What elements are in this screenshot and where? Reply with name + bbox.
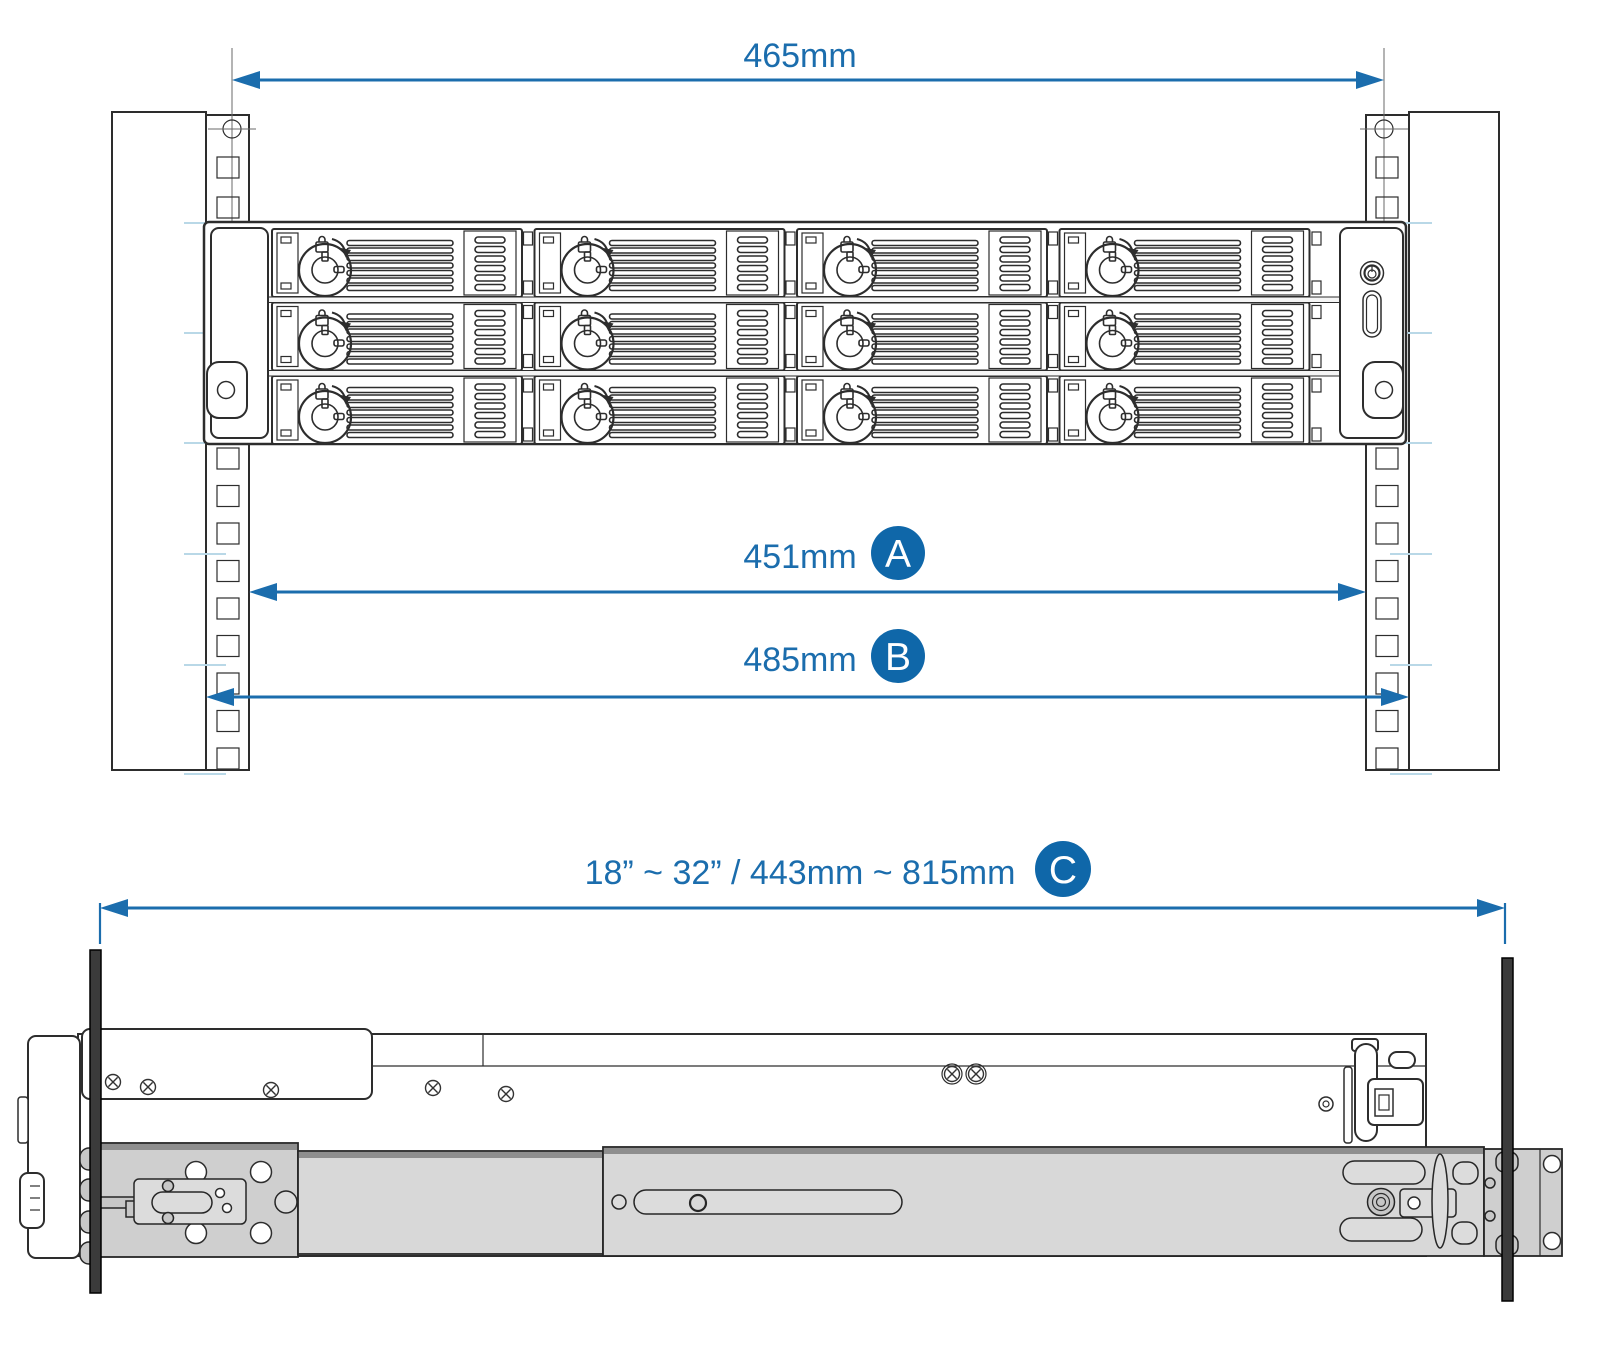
phillips-screw-icon: [967, 1065, 985, 1083]
phillips-screw-icon: [497, 1085, 515, 1103]
phillips-screw-icon: [943, 1065, 961, 1083]
dimension-c: 18” ~ 32” / 443mm ~ 815mm C: [98, 841, 1507, 944]
power-icon: [1359, 260, 1385, 286]
bezel-handle: [19, 1172, 45, 1229]
dimension-label-b: 485mm: [743, 641, 856, 679]
mounting-post-right: [1501, 957, 1514, 1302]
drive-tray: [1058, 301, 1311, 372]
phillips-screw-icon: [424, 1079, 442, 1097]
enclosure: [202, 220, 1408, 446]
chassis-screws: [104, 1063, 1334, 1112]
dimension-label-c: 18” ~ 32” / 443mm ~ 815mm: [585, 854, 1016, 892]
row-separator: [267, 370, 1343, 377]
drive-tray: [270, 301, 524, 372]
drive-tray: [795, 301, 1049, 372]
row-separator: [267, 296, 1343, 303]
drive-tray: [270, 374, 524, 446]
drive-tray: [533, 227, 786, 299]
ear-screw-hole: [216, 380, 236, 400]
badge-a: [871, 526, 925, 580]
phillips-screw-icon: [104, 1073, 122, 1091]
drive-tray: [1058, 227, 1311, 299]
front-view: 465mm 451mm A 485mm B: [111, 37, 1500, 775]
dimension-465: 465mm: [232, 37, 1384, 89]
dimension-a: 451mm A: [249, 526, 1366, 601]
mounting-post-left: [89, 949, 102, 1294]
rack-panel-left: [111, 111, 207, 771]
left-ear: [206, 227, 269, 439]
ear-screw-hole: [1374, 380, 1394, 400]
rivet: [1318, 1096, 1334, 1112]
badge-b-letter: B: [885, 636, 911, 679]
phillips-screw-icon: [139, 1078, 157, 1096]
dimension-b: 485mm B: [206, 629, 1409, 706]
drive-tray: [795, 227, 1049, 299]
latch-lever: [1343, 1038, 1424, 1144]
phillips-screw-icon: [262, 1081, 280, 1099]
badge-a-letter: A: [885, 533, 911, 576]
side-view: 18” ~ 32” / 443mm ~ 815mm C: [17, 841, 1563, 1302]
badge-c-letter: C: [1049, 849, 1077, 892]
dimension-label-a: 451mm: [743, 538, 856, 576]
front-bezel: [17, 1035, 81, 1259]
dimension-label-465: 465mm: [743, 37, 856, 75]
rail-middle: [297, 1150, 604, 1255]
drive-tray: [270, 227, 524, 299]
rail-assembly: [79, 1142, 1563, 1265]
rail-end-bracket: [1483, 1148, 1563, 1257]
badge-b: [871, 629, 925, 683]
status-led: [1362, 290, 1382, 338]
right-ear: [1339, 227, 1404, 439]
chassis-mount-plate: [81, 1028, 373, 1100]
badge-c: [1035, 841, 1091, 897]
drive-tray: [533, 374, 786, 446]
drive-tray: [533, 301, 786, 372]
drive-tray: [795, 374, 1049, 446]
rack-panel-right: [1408, 111, 1500, 771]
rail-bracket-front: [96, 1142, 299, 1258]
rail-latch: [99, 1178, 247, 1225]
drive-tray: [1058, 374, 1311, 446]
rail-outer: [602, 1146, 1485, 1257]
